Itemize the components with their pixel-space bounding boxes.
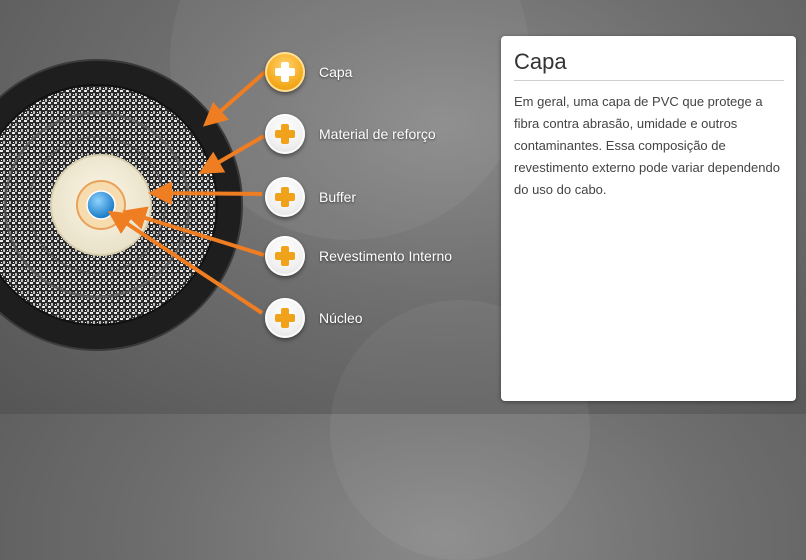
panel-description: Em geral, uma capa de PVC que protege a … (514, 94, 780, 197)
hotspot-capa[interactable]: Capa (265, 52, 352, 92)
hotspot-label: Buffer (319, 189, 357, 205)
arrow-material (198, 134, 266, 175)
plus-icon (265, 177, 305, 217)
fiber-cable-cross-section (0, 59, 267, 351)
plus-button[interactable] (265, 236, 305, 276)
plus-icon (265, 52, 305, 92)
arrow-capa (202, 70, 267, 127)
hotspot-label: Núcleo (319, 310, 363, 326)
hotspot-revestimento-interno[interactable]: Revestimento Interno (265, 236, 452, 276)
pointer-arrows (107, 70, 267, 315)
strength-member-ring (3, 111, 191, 299)
arrow-buffer (148, 181, 263, 206)
plus-button[interactable] (265, 114, 305, 154)
plus-icon (265, 298, 305, 338)
hotspot-label: Revestimento Interno (319, 248, 453, 264)
info-panel: Capa Em geral, uma capa de PVC que prote… (501, 36, 796, 401)
hotspot-buffer[interactable]: Buffer (265, 177, 356, 217)
plus-icon (265, 236, 305, 276)
plus-icon (265, 114, 305, 154)
hotspot-label: Material de reforço (319, 126, 436, 142)
panel-title: Capa (514, 49, 784, 81)
hotspot-material-reforco[interactable]: Material de reforço (265, 114, 436, 154)
plus-button[interactable] (265, 298, 305, 338)
arrow-revestimento (122, 206, 265, 257)
plus-button[interactable] (265, 177, 305, 217)
arrow-nucleo (107, 210, 264, 315)
hotspot-label: Capa (319, 64, 353, 80)
plus-button[interactable] (265, 52, 305, 92)
hotspot-nucleo[interactable]: Núcleo (265, 298, 363, 338)
